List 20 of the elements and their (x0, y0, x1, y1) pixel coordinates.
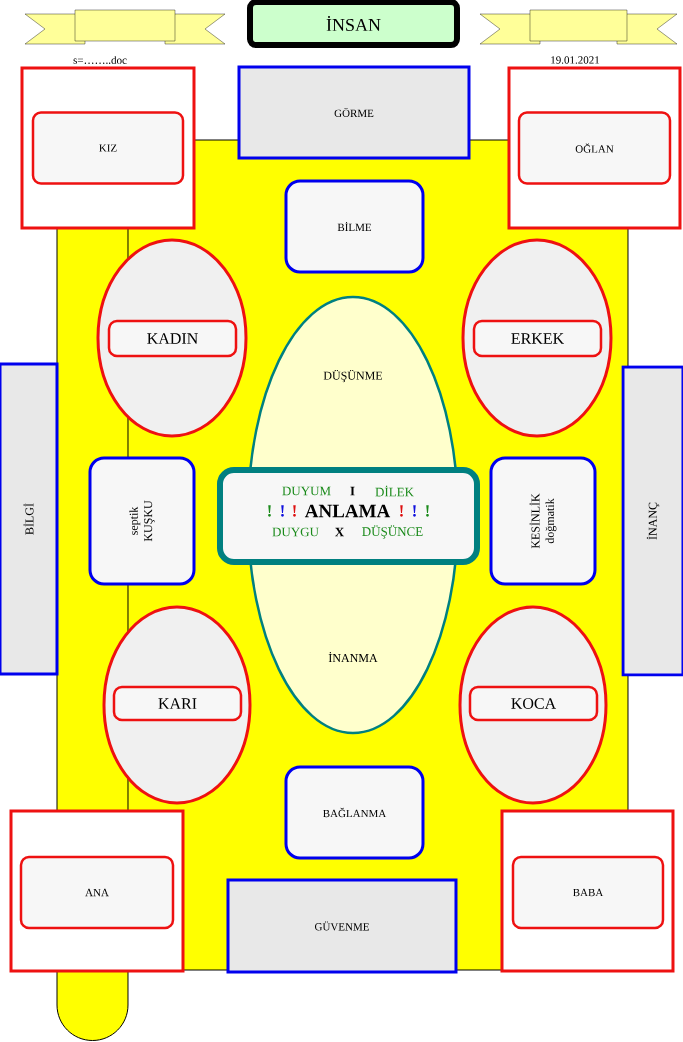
rounded-box: BAĞLANMA (284, 765, 425, 860)
rounded-box: ANA (19, 855, 175, 930)
rounded-box: KADIN (107, 319, 238, 358)
concept-box: GÖRME (237, 65, 471, 160)
rounded-box: OĞLAN (517, 111, 672, 185)
side-box: BİLGİ (0, 362, 59, 676)
meaning-box: DUYUM I DİLEK ! ! ! ANLAMA ! ! ! DUYGU X DÜŞÜNCE (217, 467, 480, 565)
concept-box: GÜVENME (226, 878, 458, 974)
header-note: s=……..doc (73, 56, 127, 64)
rounded-box: KOCA (468, 685, 599, 722)
rounded-box: KESİNLİK doğmatik (489, 456, 597, 586)
rounded-box: KARI (112, 685, 243, 722)
rounded-box: ERKEK (472, 319, 603, 358)
title-box: İNSAN (247, 0, 460, 48)
rounded-box: septik KUŞKU (88, 456, 196, 586)
header-note: 19.01.2021 (551, 56, 600, 64)
side-box: İNANÇ (621, 365, 683, 677)
rounded-box: BABA (511, 855, 665, 930)
rounded-box: BİLME (284, 179, 425, 274)
rounded-box: KIZ (31, 111, 185, 185)
